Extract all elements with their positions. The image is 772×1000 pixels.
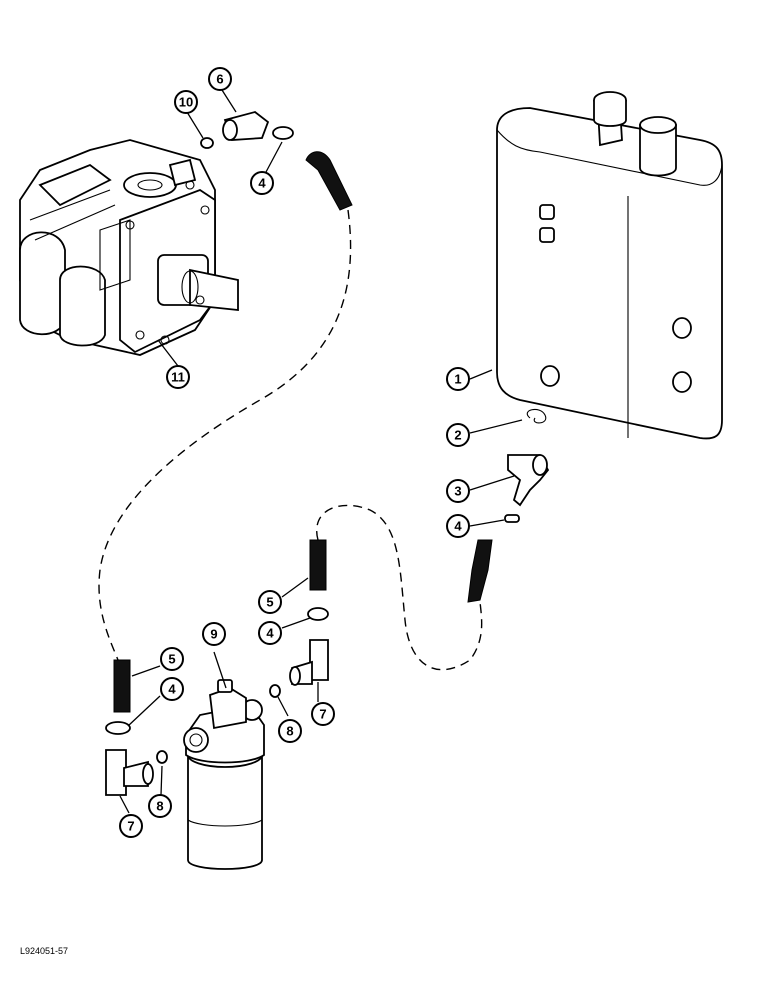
callout-8-left: 8 [148, 794, 172, 818]
callout-3-label: 3 [454, 484, 461, 499]
callout-8-middle-label: 8 [286, 724, 293, 739]
callout-7-middle: 7 [311, 702, 335, 726]
callout-4-pump: 4 [250, 171, 274, 195]
callout-9: 9 [202, 622, 226, 646]
callout-3: 3 [446, 479, 470, 503]
callout-4-tank-label: 4 [454, 519, 462, 534]
hydraulic-reservoir-drawing [496, 91, 723, 440]
leader-lines [119, 89, 523, 814]
hydraulic-pump-drawing [19, 139, 239, 356]
callout-6: 6 [208, 67, 232, 91]
hose-routes [98, 209, 483, 671]
callout-10: 10 [174, 90, 198, 114]
callout-4-left-label: 4 [168, 682, 176, 697]
callout-7-middle-label: 7 [319, 707, 326, 722]
callout-4-pump-label: 4 [258, 176, 266, 191]
callout-1-label: 1 [454, 372, 461, 387]
figure-reference-code: L924051-57 [20, 946, 69, 956]
fitting-parts [105, 111, 550, 796]
callout-5-left-label: 5 [168, 652, 175, 667]
callout-8-middle: 8 [278, 719, 302, 743]
callout-2-label: 2 [454, 428, 461, 443]
callout-4-middle: 4 [258, 621, 282, 645]
callout-6-label: 6 [216, 72, 223, 87]
callout-2: 2 [446, 423, 470, 447]
callout-5-middle-label: 5 [266, 595, 273, 610]
callout-5-left: 5 [160, 647, 184, 671]
callout-4-middle-label: 4 [266, 626, 274, 641]
callout-5-middle: 5 [258, 590, 282, 614]
callout-8-left-label: 8 [156, 799, 163, 814]
callout-7-left-label: 7 [127, 819, 134, 834]
hydraulic-filter-drawing [183, 679, 265, 870]
callout-7-left: 7 [119, 814, 143, 838]
callout-10-label: 10 [179, 95, 193, 110]
callout-9-label: 9 [210, 627, 217, 642]
callout-1: 1 [446, 367, 470, 391]
callout-4-tank: 4 [446, 514, 470, 538]
callout-4-left: 4 [160, 677, 184, 701]
callout-11: 11 [166, 365, 190, 389]
callout-11-label: 11 [171, 370, 185, 385]
hose-sections [113, 151, 493, 713]
